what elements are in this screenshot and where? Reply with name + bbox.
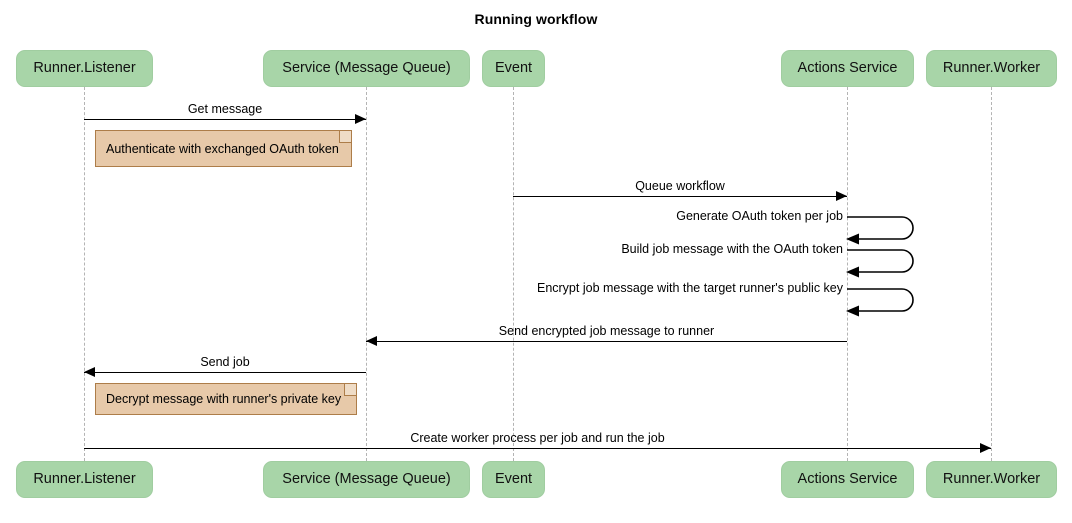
note-decrypt-note: Decrypt message with runner's private ke… [95,383,357,415]
arrowhead-send-encrypted-job-message [366,336,377,347]
message-label-create-worker-process: Create worker process per job and run th… [410,431,665,445]
self-message-build-job-message [846,249,914,278]
diagram-title: Running workflow [474,11,598,27]
participant-runner-worker-top[interactable]: Runner.Worker [926,50,1057,87]
arrowhead-create-worker-process [980,443,991,454]
participant-service-message-queue-bottom[interactable]: Service (Message Queue) [263,461,470,498]
message-line-create-worker-process [84,448,991,449]
participant-service-message-queue-top[interactable]: Service (Message Queue) [263,50,470,87]
message-label-send-job: Send job [200,355,250,369]
message-label-get-message: Get message [187,102,263,116]
message-label-send-encrypted-job-message: Send encrypted job message to runner [498,324,715,338]
arrowhead-get-message [355,114,366,125]
note-text-authenticate-note: Authenticate with exchanged OAuth token [106,141,339,156]
message-line-send-job [84,372,366,373]
arrowhead-send-job [84,367,95,378]
participant-actions-service-bottom[interactable]: Actions Service [781,461,914,498]
lifeline-actions-service [847,87,848,461]
message-line-get-message [84,119,366,120]
lifeline-event [513,87,514,461]
arrowhead-queue-workflow [836,191,847,202]
message-line-queue-workflow [513,196,847,197]
participant-event-top[interactable]: Event [482,50,545,87]
note-text-decrypt-note: Decrypt message with runner's private ke… [106,392,342,406]
message-label-generate-oauth-token: Generate OAuth token per job [676,209,843,223]
lifeline-runner-worker [991,87,992,461]
participant-runner-worker-bottom[interactable]: Runner.Worker [926,461,1057,498]
note-fold-icon [339,131,351,143]
participant-actions-service-top[interactable]: Actions Service [781,50,914,87]
self-message-generate-oauth-token [846,216,914,245]
participant-runner-listener-bottom[interactable]: Runner.Listener [16,461,153,498]
message-label-build-job-message: Build job message with the OAuth token [621,242,843,256]
note-fold-icon [344,384,356,396]
message-line-send-encrypted-job-message [366,341,847,342]
message-label-queue-workflow: Queue workflow [635,179,725,193]
lifeline-service-message-queue [366,87,367,461]
lifeline-runner-listener [84,87,85,461]
note-authenticate-note: Authenticate with exchanged OAuth token [95,130,352,167]
message-label-encrypt-job-message: Encrypt job message with the target runn… [536,281,843,295]
participant-runner-listener-top[interactable]: Runner.Listener [16,50,153,87]
participant-event-bottom[interactable]: Event [482,461,545,498]
self-message-encrypt-job-message [846,288,914,317]
